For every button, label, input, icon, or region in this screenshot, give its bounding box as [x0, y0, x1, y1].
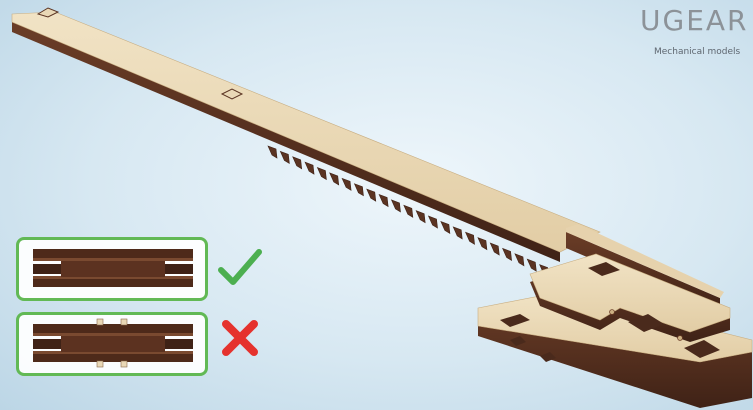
incorrect-joint-illustration [19, 315, 205, 373]
rack-tooth [490, 243, 499, 255]
base-assembly [478, 224, 752, 408]
incorrect-assembly-panel [16, 312, 208, 376]
rack-tooth [305, 162, 314, 174]
rack-tooth [503, 248, 512, 260]
brand-logo: UGEAR Mechanical models [612, 2, 753, 72]
rack-tooth [268, 146, 277, 158]
rack-tooth [293, 157, 302, 169]
rack-tooth [280, 151, 289, 163]
rack-tooth [379, 195, 388, 207]
rack-tooth [515, 254, 524, 266]
rack-tooth [527, 259, 536, 271]
rack-tooth [429, 216, 438, 228]
rack-tooth [354, 184, 363, 196]
rack-tooth [330, 173, 339, 185]
rack-tooth [441, 221, 450, 233]
rack-tooth [317, 168, 326, 180]
rack-tooth [453, 227, 462, 239]
rack-tooth [478, 238, 487, 250]
rack-tooth [404, 205, 413, 217]
rack-tooth [466, 232, 475, 244]
rack-tooth [367, 189, 376, 201]
brand-tagline: Mechanical models [654, 47, 740, 57]
correct-assembly-panel [16, 237, 208, 301]
rack-arm [12, 8, 600, 262]
rack-tooth [342, 178, 351, 190]
rack-tooth [391, 200, 400, 212]
check-icon [218, 248, 262, 288]
brand-name: UGEAR [640, 4, 749, 37]
rack-tooth [416, 211, 425, 223]
cross-icon [220, 318, 260, 358]
correct-joint-illustration [19, 240, 205, 298]
